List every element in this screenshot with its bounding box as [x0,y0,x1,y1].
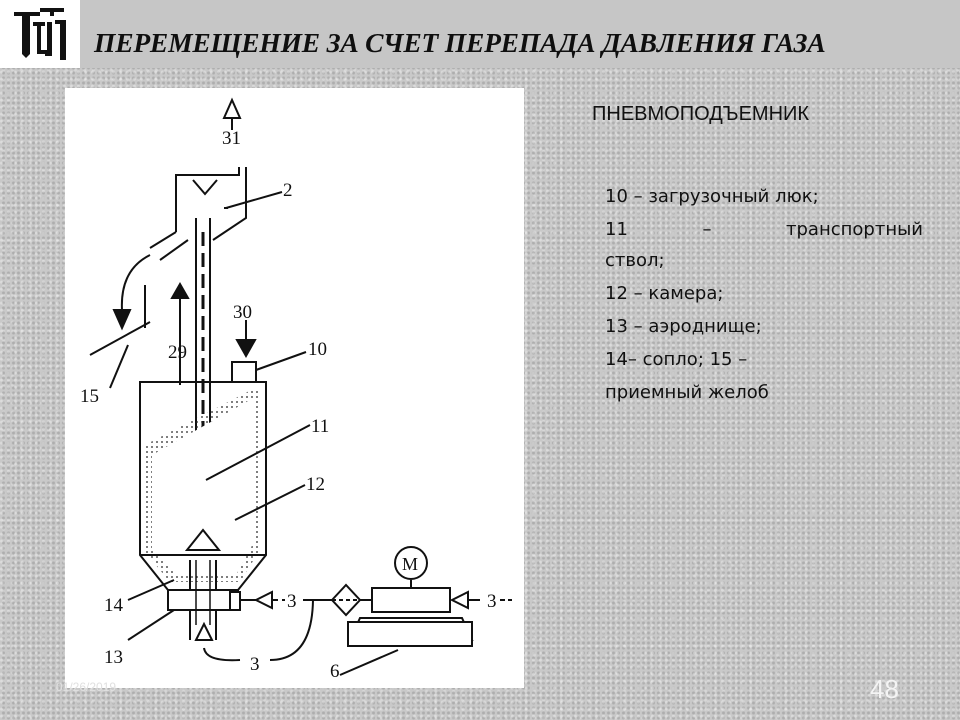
motor-icon [394,546,428,580]
legend-item-12: 12 – камера; [605,283,724,304]
aeration-arrow-icon [194,621,214,641]
label-13: 13 [104,647,123,668]
label-10: 10 [308,339,327,360]
legend-item-11: 11 – транспортный [605,219,923,240]
label-3-second: 3 [487,591,497,612]
blower-inlet-arrow-icon [449,590,469,610]
legend-item-10: 10 – загрузочный люк; [605,186,819,207]
diagram-panel: 31 2 30 29 10 11 12 15 14 13 3 3 3 6 M [65,88,524,688]
pneumatic-lift-diagram: 31 2 30 29 10 11 12 15 14 13 3 3 3 6 M [80,97,512,682]
logo-emblem-icon [4,2,76,66]
label-3-first: 3 [287,591,297,612]
down-arrow-icon [235,339,257,359]
logo [0,0,80,68]
label-30: 30 [233,302,252,323]
title-bar [80,0,960,68]
air-inlet-arrow-icon [253,590,273,610]
slide-title: ПЕРЕМЕЩЕНИЕ ЗА СЧЕТ ПЕРЕПАДА ДАВЛЕНИЯ ГА… [94,27,826,58]
label-14: 14 [104,595,124,616]
legend-item-15-cont: приемный желоб [605,382,769,403]
label-6: 6 [330,661,340,682]
discharge-arrow-icon [112,309,132,331]
slide-date: 01/26/2019 [56,680,117,694]
legend-item-14-15: 14– сопло; 15 – [605,349,748,370]
diagram-subtitle: ПНЕВМОПОДЪЕМНИК [592,103,810,125]
legend: 10 – загрузочный люк; 11 – транспортный … [605,180,923,409]
label-12: 12 [306,474,325,495]
label-2: 2 [283,180,293,201]
legend-item-11-cont: ствол; [605,250,665,271]
page-number: 48 [870,674,899,704]
outlet-arrow-icon [222,97,242,119]
up-arrow-icon [170,281,190,299]
label-29: 29 [168,342,187,363]
label-31: 31 [222,128,241,149]
legend-item-13: 13 – аэроднище; [605,316,762,337]
label-15: 15 [80,386,99,407]
label-11: 11 [311,416,329,437]
label-3-third: 3 [250,654,260,675]
motor-label: M [402,554,418,574]
